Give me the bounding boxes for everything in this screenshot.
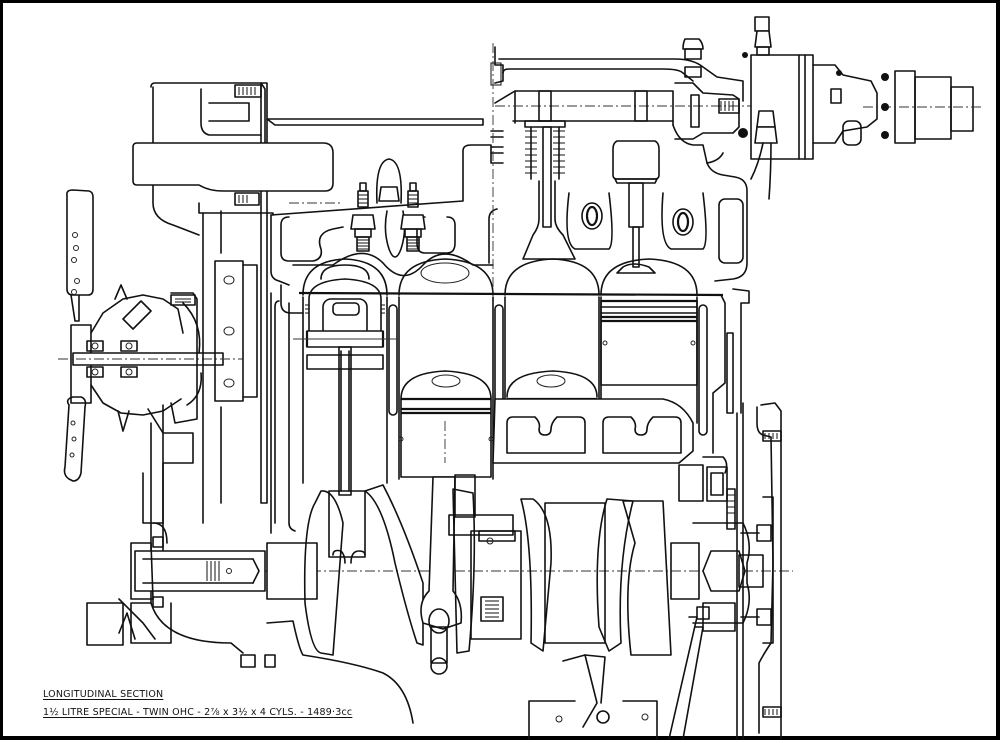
construction-lines bbox=[289, 43, 494, 340]
caption-title: LONGITUDINAL SECTION bbox=[43, 689, 164, 700]
rocker-cover-arm bbox=[132, 142, 334, 206]
supercharger bbox=[674, 16, 983, 160]
oil-pump-drive bbox=[528, 654, 658, 740]
piston-2 bbox=[398, 370, 494, 478]
head-ports bbox=[566, 162, 748, 282]
fuel-pipe bbox=[750, 110, 778, 200]
crank-nose bbox=[86, 522, 266, 646]
valve-spring-assembly bbox=[522, 120, 576, 260]
fan-blade-upper bbox=[66, 189, 94, 322]
caption-spec: 1½ LITRE SPECIAL - TWIN OHC - 2⅞ x 3½ x … bbox=[43, 707, 353, 718]
tappet-valve bbox=[612, 140, 660, 274]
spark-plug-2 bbox=[400, 182, 426, 252]
spark-plug-1 bbox=[350, 182, 376, 252]
cam-bearing-nut bbox=[682, 38, 704, 78]
cylinder-head bbox=[270, 144, 724, 314]
timing-cover bbox=[150, 82, 484, 504]
flywheel bbox=[736, 402, 782, 740]
connecting-rod bbox=[448, 474, 514, 545]
piston-rings bbox=[305, 304, 385, 314]
piston-1 bbox=[293, 278, 399, 496]
crankshaft bbox=[203, 476, 793, 675]
head-nut-dome bbox=[375, 158, 403, 204]
crankcase-bridge bbox=[492, 398, 694, 464]
front-bolts bbox=[152, 536, 276, 668]
fan-blade-lower bbox=[63, 396, 87, 482]
water-pump bbox=[58, 284, 243, 524]
engine-section-drawing bbox=[58, 16, 983, 740]
rear-main-bearing bbox=[678, 456, 736, 632]
piston-4 bbox=[600, 299, 698, 386]
oil-sump bbox=[150, 602, 414, 724]
